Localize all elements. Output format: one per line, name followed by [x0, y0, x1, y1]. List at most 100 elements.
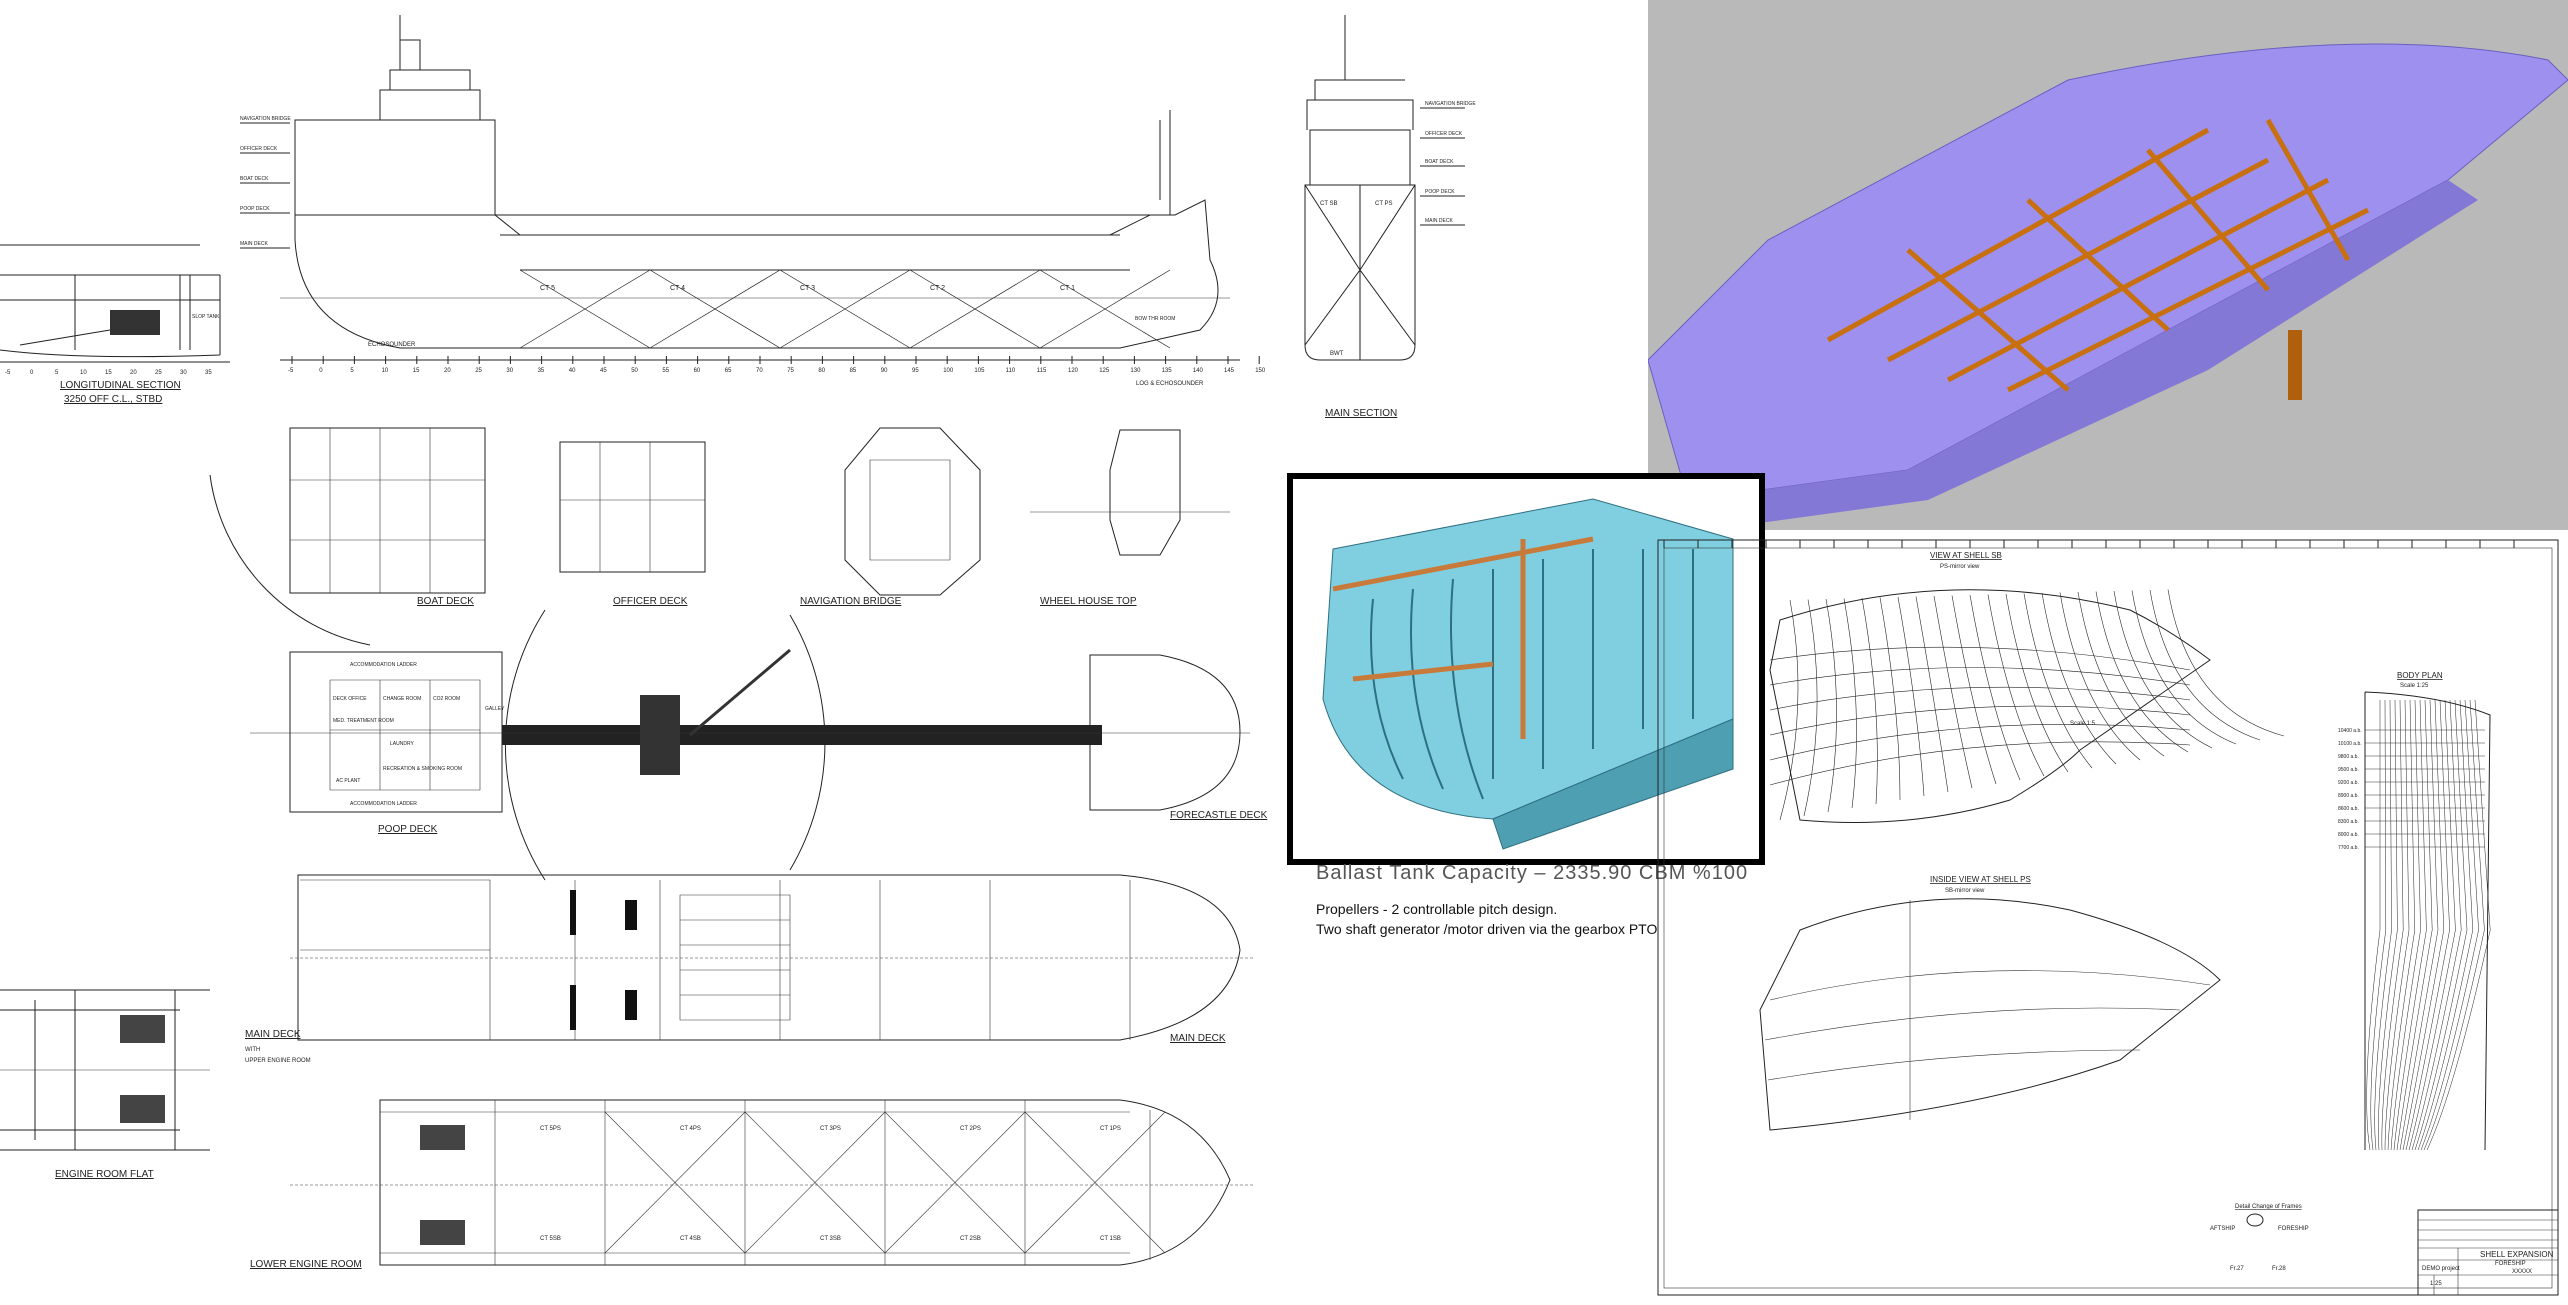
room-med-treatment: MED. TREATMENT ROOM — [333, 718, 394, 724]
poop-room-labels: ACCOMMODATION LADDER DECK OFFICE CHANGE … — [333, 662, 505, 807]
officer-deck-label: OFFICER DECK — [613, 596, 688, 607]
ms-deck-level-label: MAIN DECK — [1425, 218, 1453, 224]
tank-cross — [884, 1111, 1026, 1254]
body-plan-section — [2390, 699, 2421, 1151]
body-plan-section — [2417, 699, 2474, 1151]
shell-frame-line — [2059, 592, 2141, 761]
inside-view-title: INSIDE VIEW AT SHELL PS — [1930, 875, 2031, 884]
tank-label: CT 2 — [930, 285, 945, 292]
body-plan-section — [2387, 699, 2416, 1151]
shell-frame-line — [1987, 594, 2045, 777]
shell-frame-line — [2005, 593, 2069, 773]
main-deck-plan: MAIN DECK WITH UPPER ENGINE ROOM MAIN DE… — [245, 874, 1255, 1064]
frame-tick-label: 5 — [350, 368, 354, 374]
engine-room-flat-label: ENGINE ROOM FLAT — [55, 1169, 154, 1180]
boat-deck-label: BOAT DECK — [417, 596, 474, 607]
ct-sb-label: CT SB — [1320, 201, 1338, 207]
title-block-scale: 1:25 — [2430, 1281, 2442, 1287]
room-change-room: CHANGE ROOM — [383, 696, 421, 702]
shell-longitudinal — [1769, 705, 2191, 736]
tank-cross — [1024, 1111, 1166, 1254]
frame-tick-label: 50 — [631, 368, 638, 374]
ls-tick-label: 30 — [180, 370, 187, 376]
frame-tick-label: 25 — [475, 368, 482, 374]
body-plan-section — [2366, 700, 2381, 1151]
frame-tick-label: 15 — [413, 368, 420, 374]
lower-tank-label: CT 3PS — [820, 1126, 841, 1132]
lower-tank-label: CT 5SB — [540, 1236, 561, 1242]
tank-label: CT 5 — [540, 285, 555, 292]
frame-tick-label: 125 — [1099, 368, 1110, 374]
lower-tank-label: CT 2SB — [960, 1236, 981, 1242]
title-block-subtitle: FORESHIP — [2495, 1261, 2526, 1267]
lower-tank-label: CT 3SB — [820, 1236, 841, 1242]
view-at-shell-subtitle: PS-mirror view — [1940, 564, 1980, 570]
title-block-title: SHELL EXPANSION — [2480, 1250, 2554, 1259]
lower-tank-label: CT 5PS — [540, 1126, 561, 1132]
shell-frame-line — [1915, 596, 1949, 793]
frame-tick-label: 115 — [1037, 368, 1047, 374]
body-plan-section — [2402, 699, 2445, 1151]
body-plan-section — [2423, 699, 2485, 1151]
body-plan-section — [2411, 699, 2462, 1151]
ls-tick-label: 5 — [55, 370, 59, 376]
lower-tank-label: CT 2PS — [960, 1126, 981, 1132]
frame-tick-label: 55 — [662, 368, 669, 374]
frame-tick-label: -5 — [288, 368, 294, 374]
frame-tick-label: 10 — [382, 368, 389, 374]
deck-level-label: BOAT DECK — [240, 176, 269, 182]
waterline-label: 9200 a.b. — [2338, 780, 2359, 786]
room-accommodation-ladder-bottom: ACCOMMODATION LADDER — [350, 801, 417, 807]
frame-a-label: Fr.27 — [2230, 1266, 2244, 1272]
tank-label: CT 1 — [1060, 285, 1075, 292]
ls-tick-label: 20 — [130, 370, 137, 376]
log-echosounder-label: LOG & ECHOSOUNDER — [1136, 381, 1204, 387]
body-plan-section — [2405, 699, 2450, 1151]
main-deck-with-label: WITH — [245, 1047, 260, 1053]
room-ac-plant: AC PLANT — [336, 778, 360, 784]
room-laundry: LAUNDRY — [390, 741, 414, 747]
frame-tick-label: 70 — [756, 368, 763, 374]
waterline-label: 10100 a.b. — [2338, 741, 2362, 747]
poop-forecastle-plan: ACCOMMODATION LADDER DECK OFFICE CHANGE … — [250, 609, 1268, 881]
waterline-label: 10400 a.b. — [2338, 728, 2362, 734]
frame-tick-label: 75 — [787, 368, 794, 374]
tank-cross — [744, 1111, 886, 1254]
body-plan-section — [2378, 699, 2398, 1151]
shaft-generator-note: Two shaft generator /motor driven via th… — [1316, 921, 1658, 937]
lower-tank-label: CT 4PS — [680, 1126, 701, 1132]
wheel-house-top-label: WHEEL HOUSE TOP — [1040, 596, 1137, 607]
frame-tick-label: 150 — [1255, 368, 1266, 374]
spec-notes: Ballast Tank Capacity – 2335.90 CBM %100… — [1316, 862, 1747, 939]
room-accommodation-ladder-top: ACCOMMODATION LADDER — [350, 662, 417, 668]
frame-tick-label: 135 — [1162, 368, 1173, 374]
tank-cross — [649, 269, 781, 349]
deck-level-label: POOP DECK — [240, 206, 270, 212]
frame-tick-label: 130 — [1130, 368, 1141, 374]
foreship-label: FORESHIP — [2278, 1226, 2309, 1232]
ms-deck-level-label: OFFICER DECK — [1425, 131, 1463, 137]
detail-change-title: Detail Change of Frames — [2235, 1204, 2302, 1210]
frame-tick-label: 140 — [1193, 368, 1204, 374]
main-deck-label: MAIN DECK — [245, 1029, 301, 1040]
shell-frame-line — [2167, 589, 2285, 737]
body-plan-section — [2420, 699, 2479, 1151]
upper-engine-room-label: UPPER ENGINE ROOM — [245, 1058, 311, 1064]
waterline-label: 7700 a.b. — [2338, 845, 2359, 851]
frame-tick-label: 105 — [974, 368, 985, 374]
body-plan-section — [2384, 699, 2410, 1151]
shell-frame-line — [2077, 591, 2165, 757]
shell-frame-line — [1951, 595, 1997, 785]
engine-room-flat-plan: ENGINE ROOM FLAT — [0, 989, 210, 1180]
navigation-bridge-label: NAVIGATION BRIDGE — [800, 596, 902, 607]
shell-frame-line — [2149, 589, 2261, 741]
shell-frame-line — [1933, 595, 1973, 789]
view-at-shell-title: VIEW AT SHELL SB — [1930, 551, 2002, 560]
shell-longitudinal — [1769, 667, 2191, 686]
tank-cross — [519, 269, 651, 349]
